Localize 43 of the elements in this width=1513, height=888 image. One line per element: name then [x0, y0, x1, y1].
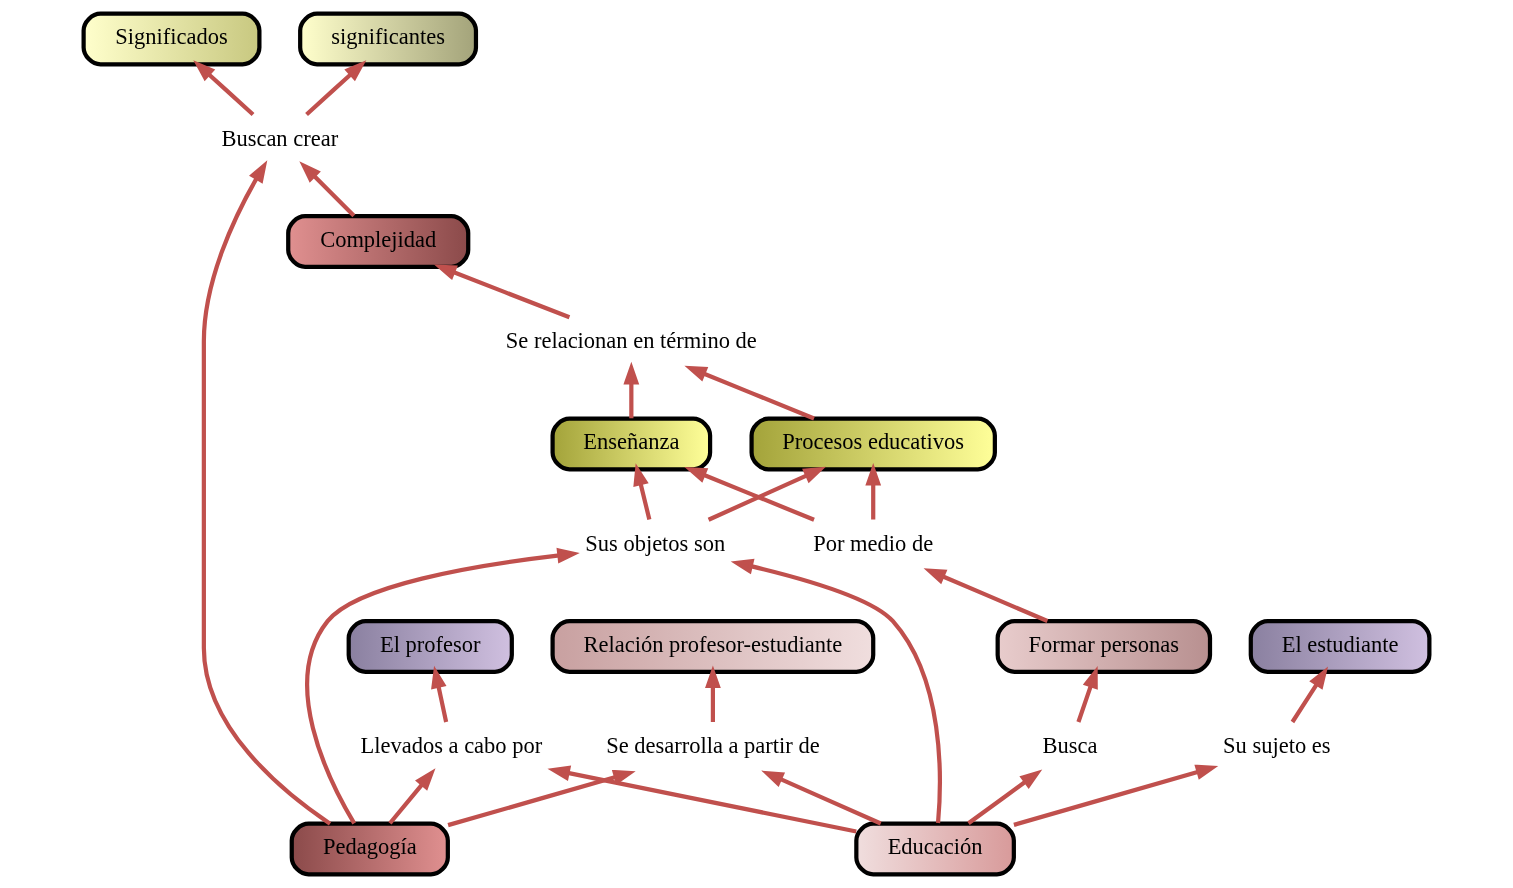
arrow: [633, 463, 652, 520]
arrow: [447, 769, 636, 828]
arrow: [707, 466, 826, 522]
arrow: [865, 463, 882, 520]
arrow: [684, 467, 815, 522]
arrow: [299, 161, 356, 218]
node-box: Complejidad: [286, 214, 471, 269]
node-box: Significados: [81, 11, 262, 67]
arrow: [684, 365, 815, 421]
node-box: Procesos educativos: [749, 416, 997, 472]
arrow: [305, 60, 367, 117]
node-text: Sus objetos son: [585, 530, 726, 556]
node-text: Se desarrolla a partir de: [606, 733, 820, 759]
arrow: [761, 770, 882, 826]
arrow: [547, 765, 857, 834]
arrow: [388, 768, 436, 825]
node-box: Enseñanza: [550, 416, 713, 472]
arrow: [305, 547, 580, 825]
node-box: Pedagogía: [289, 821, 450, 877]
arrow: [1076, 665, 1098, 723]
node-text: Su sujeto es: [1223, 733, 1331, 759]
arrow: [967, 769, 1043, 825]
node-box: El profesor: [346, 619, 514, 674]
arrow: [434, 264, 571, 320]
arrow: [431, 665, 449, 723]
node-text: Por medio de: [813, 530, 934, 556]
arrow: [730, 558, 942, 824]
node-box: significantes: [298, 11, 479, 67]
arrow: [623, 361, 640, 419]
arrow: [1290, 666, 1329, 724]
node-box: Relación profesor-estudiante: [550, 619, 876, 674]
arrow: [1013, 764, 1219, 827]
arrow: [193, 60, 255, 117]
node-text: Busca: [1042, 733, 1098, 759]
arrow: [923, 568, 1049, 623]
arrow: [705, 665, 721, 722]
node-box: Formar personas: [995, 619, 1213, 674]
node-text: Buscan crear: [221, 125, 339, 151]
node-box: Educación: [854, 821, 1016, 877]
node-text: Llevados a cabo por: [360, 733, 543, 759]
node-text: Se relacionan en término de: [505, 328, 757, 354]
arrow: [201, 160, 332, 826]
node-box: El estudiante: [1248, 619, 1432, 674]
